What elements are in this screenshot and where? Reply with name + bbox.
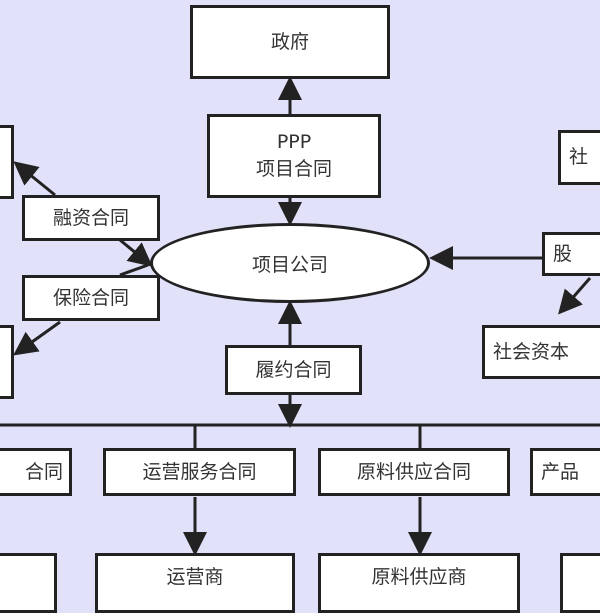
contract-left-box: 合同 <box>0 448 72 496</box>
equity-box: 股 <box>542 232 600 276</box>
left-partial-box-bottom <box>0 325 14 399</box>
material-supplier-label: 原料供应商 <box>371 566 467 588</box>
operation-contract-label: 运营服务合同 <box>142 460 257 483</box>
operator-box: 运营商 <box>95 553 295 613</box>
connector-arrows <box>0 76 600 556</box>
financing-contract-label: 融资合同 <box>52 206 129 229</box>
project-contract-label: 项目合同 <box>255 158 332 180</box>
arrow-financing-left <box>13 161 56 197</box>
arrow-equity-to-social <box>558 277 592 315</box>
financing-contract-box: 融资合同 <box>22 195 160 241</box>
insurance-contract-box: 保险合同 <box>22 275 160 321</box>
contract-left-label: 合同 <box>24 460 63 483</box>
line-insurance-company <box>119 263 149 277</box>
arrow-insurance-left <box>13 320 61 356</box>
ppp-contract-box: PPP 项目合同 <box>207 114 381 198</box>
government-label: 政府 <box>270 30 309 53</box>
product-contract-box: 产品 <box>530 448 600 496</box>
operation-contract-box: 运营服务合同 <box>103 448 296 496</box>
social-capital-label: 社会资本 <box>493 340 570 363</box>
social-capital-top-box: 社 <box>558 130 600 185</box>
ppp-label: PPP <box>276 131 312 154</box>
material-contract-label: 原料供应合同 <box>356 460 471 483</box>
material-supplier-box: 原料供应商 <box>318 553 520 613</box>
government-box: 政府 <box>190 5 390 79</box>
bottom-right-partial-box <box>560 553 600 613</box>
product-contract-label: 产品 <box>541 460 580 483</box>
insurance-contract-label: 保险合同 <box>52 286 129 309</box>
social-capital-box: 社会资本 <box>482 325 600 379</box>
arrow-financing-company <box>119 238 153 267</box>
project-company-label: 项目公司 <box>251 253 328 276</box>
bottom-left-partial-box <box>0 553 57 613</box>
operator-label: 运营商 <box>166 566 224 588</box>
social-capital-top-label: 社 <box>569 146 589 169</box>
material-contract-box: 原料供应合同 <box>318 448 510 496</box>
project-company-node: 项目公司 <box>150 223 430 303</box>
performance-contract-label: 履约合同 <box>255 358 332 381</box>
equity-label: 股 <box>553 242 573 265</box>
left-partial-box-top <box>0 125 14 199</box>
performance-contract-box: 履约合同 <box>225 345 362 395</box>
